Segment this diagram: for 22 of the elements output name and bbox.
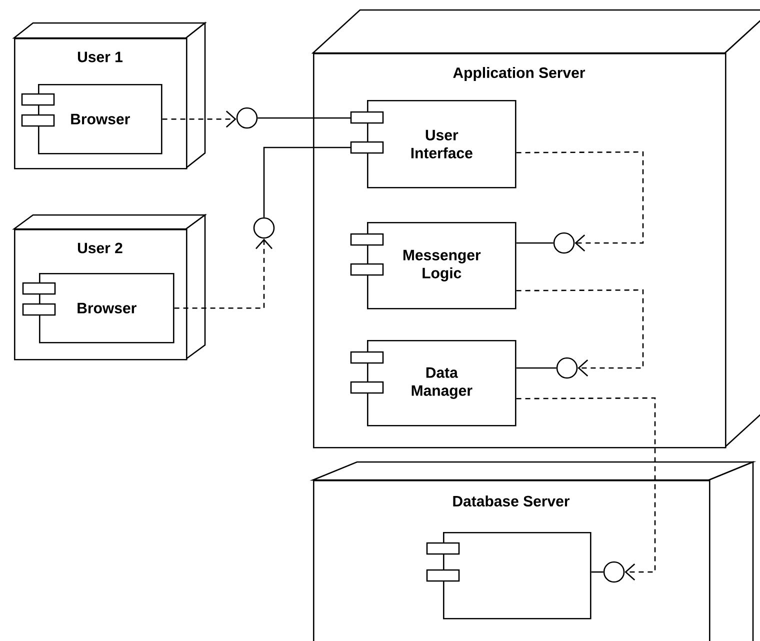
- connector-line: [516, 367, 556, 369]
- component-box: Browser: [22, 273, 174, 344]
- node-label: Database Server: [453, 496, 570, 507]
- interface-circle: [556, 357, 578, 379]
- interface-circle: [253, 217, 275, 239]
- component-box: Browser: [21, 84, 162, 154]
- interface-circle: [553, 232, 575, 254]
- dependency-arrow: [516, 151, 644, 252]
- connector-line: [516, 242, 554, 244]
- dependency-arrow: [516, 289, 644, 376]
- interface-circle: [236, 107, 258, 129]
- component-box: Messenger Logic: [350, 222, 516, 310]
- dependency-arrow: [162, 110, 236, 128]
- component-box: User Interface: [350, 100, 516, 188]
- dependency-arrow: [516, 397, 656, 580]
- dependency-arrow: [174, 238, 272, 309]
- component-box: [426, 532, 592, 620]
- connector-line: [263, 146, 351, 218]
- connector-line: [591, 571, 604, 573]
- interface-circle: [603, 561, 625, 583]
- connector-line: [258, 117, 351, 119]
- component-box: Data Manager: [350, 340, 516, 426]
